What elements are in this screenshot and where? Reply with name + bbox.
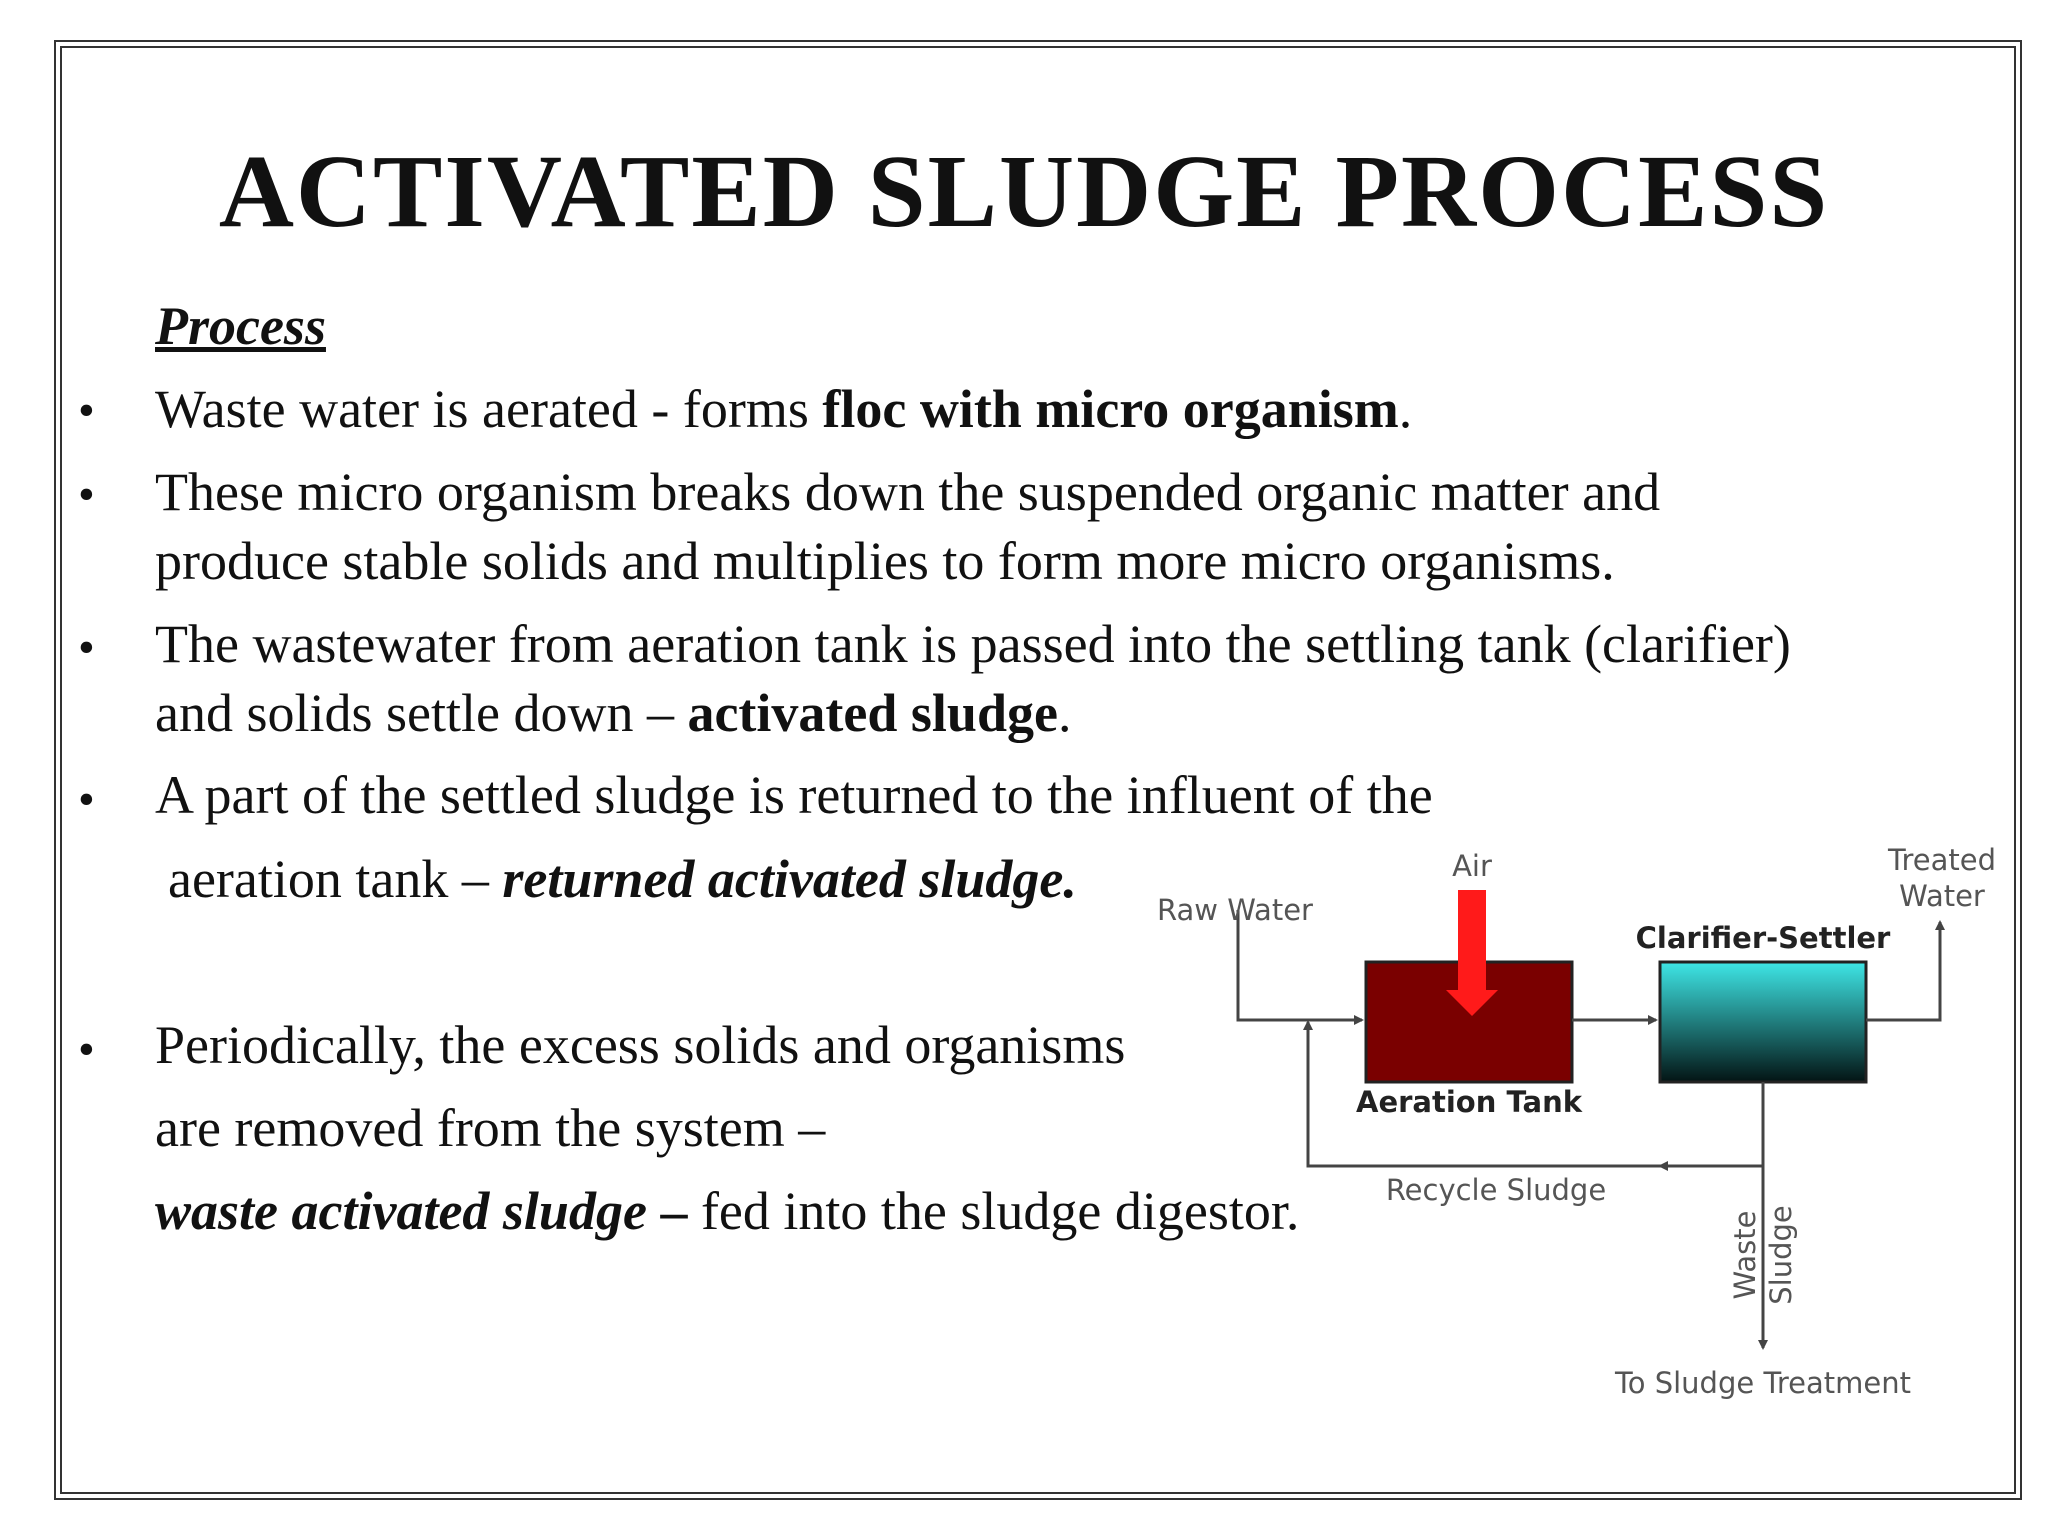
bullet-marker-2: • <box>78 468 95 521</box>
bullet-marker-3: • <box>78 621 95 674</box>
bullet-1-bold: floc with micro organism <box>822 379 1399 439</box>
label-air: Air <box>1452 849 1492 883</box>
bullet-5-line-2: are removed from the system – <box>155 1098 826 1158</box>
bullet-4-text: aeration tank – <box>168 849 503 909</box>
bullet-5-text: fed into the sludge digestor. <box>687 1181 1300 1241</box>
bullet-4-line-1: A part of the settled sludge is returned… <box>155 765 1433 825</box>
bullet-2-line-2: produce stable solids and multiplies to … <box>155 531 1615 591</box>
bullet-3-line-2: and solids settle down – activated sludg… <box>155 683 1072 743</box>
bullet-2-line-1: These micro organism breaks down the sus… <box>155 462 1661 522</box>
label-treated-1: Treated <box>1887 843 1996 877</box>
bullet-5-line-3: waste activated sludge – fed into the sl… <box>155 1181 1300 1241</box>
raw-water-line <box>1236 910 1364 1025</box>
bullet-5-dash: – <box>646 1181 688 1241</box>
bullet-4-bolditalic: returned activated sludge. <box>502 849 1077 909</box>
label-waste-2: Sludge <box>1764 1205 1798 1305</box>
bullet-4-line-2: aeration tank – returned activated sludg… <box>168 849 1077 909</box>
label-aeration-tank: Aeration Tank <box>1356 1085 1583 1119</box>
slide-frame-inner <box>60 46 2016 1494</box>
bullet-5-bolditalic: waste activated sludge <box>155 1181 647 1241</box>
bullet-3-end: . <box>1057 683 1072 743</box>
recycle-sludge-line <box>1303 1020 1763 1168</box>
bullet-marker-1: • <box>78 384 95 437</box>
slide-title: ACTIVATED SLUDGE PROCESS <box>218 134 1830 249</box>
bullet-1-end: . <box>1398 379 1413 439</box>
bullet-3-line-1: The wastewater from aeration tank is pas… <box>155 614 1791 674</box>
section-heading: Process <box>155 296 326 356</box>
bullet-5-line-1: Periodically, the excess solids and orga… <box>155 1015 1126 1075</box>
air-arrow-shaft <box>1458 890 1486 990</box>
label-raw-water: Raw Water <box>1157 893 1313 927</box>
treated-water-line <box>1866 920 1945 1022</box>
air-arrow-head <box>1446 990 1498 1016</box>
label-waste-1: Waste <box>1728 1211 1762 1300</box>
bullet-marker-4: • <box>78 773 95 826</box>
label-clarifier: Clarifier-Settler <box>1636 921 1891 955</box>
clarifier-box <box>1658 960 1868 1084</box>
bullet-3-text: and solids settle down – <box>155 683 688 743</box>
slide-frame <box>54 40 2022 1500</box>
label-recycle: Recycle Sludge <box>1386 1173 1606 1207</box>
bullet-marker-5: • <box>78 1023 95 1076</box>
bullet-3-bold: activated sludge <box>687 683 1058 743</box>
label-treated-2: Water <box>1899 879 1985 913</box>
label-to-treatment: To Sludge Treatment <box>1614 1366 1911 1400</box>
bullet-1-line: Waste water is aerated - forms floc with… <box>155 379 1413 439</box>
bullet-1-text: Waste water is aerated - forms <box>155 379 823 439</box>
